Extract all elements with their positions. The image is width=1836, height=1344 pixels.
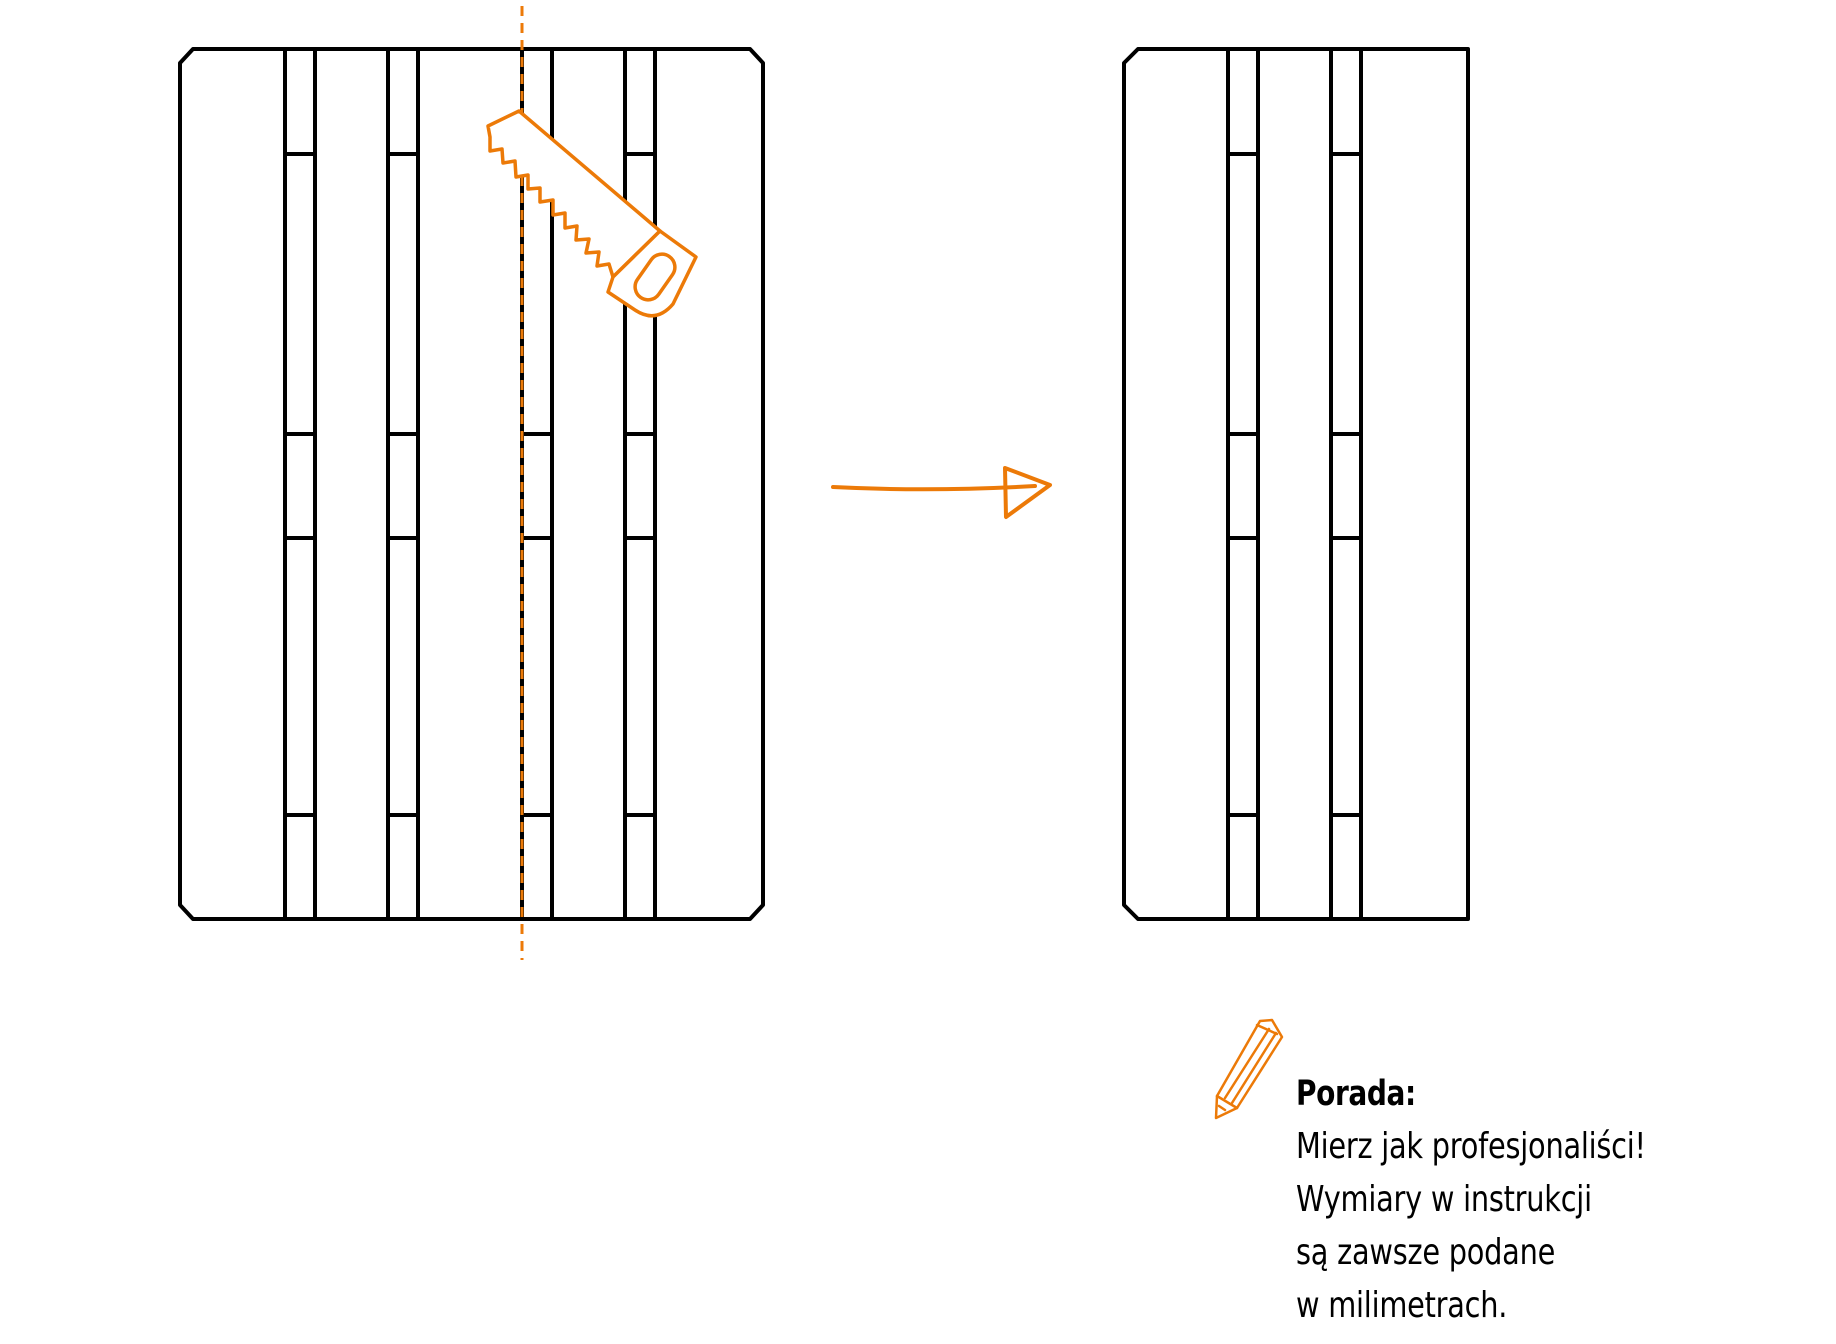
tip-line: w milimetrach. [1296, 1285, 1508, 1326]
pallet-cut [1122, 47, 1470, 921]
tip-box: Porada: Mierz jak profesjonaliści! Wymia… [1296, 1068, 1816, 1332]
saw-icon [486, 109, 698, 318]
tip-title: Porada: [1296, 1074, 1416, 1114]
tip-line: Mierz jak profesjonaliści! [1296, 1126, 1646, 1167]
tip-line: Wymiary w instrukcji [1296, 1179, 1592, 1220]
pencil-icon [1214, 1018, 1284, 1120]
pallet-full-outline [178, 47, 765, 921]
tip-line: są zawsze podane [1296, 1232, 1556, 1273]
arrow-right-icon [831, 466, 1052, 519]
pallet-cut-stringer-1 [1226, 49, 1260, 919]
pallet-cut-stringer-2 [1329, 49, 1363, 919]
pallet-full-stringer-4 [623, 49, 657, 919]
pallet-cut-outline [1122, 47, 1470, 921]
pallet-full-stringer-1 [283, 49, 317, 919]
pallet-full-stringer-2 [386, 49, 420, 919]
pallet-full [178, 47, 765, 921]
